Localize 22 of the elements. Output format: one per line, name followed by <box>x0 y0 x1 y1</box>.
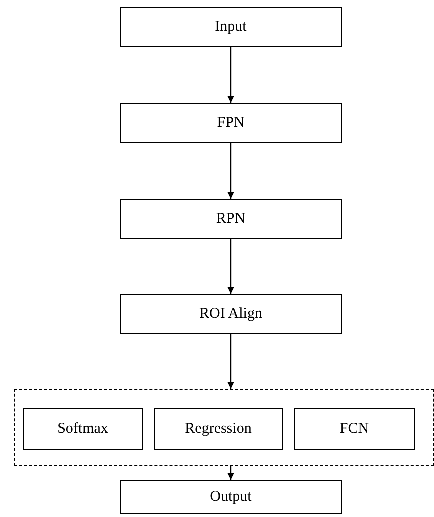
arrow <box>228 143 234 199</box>
box-label: FCN <box>340 420 370 438</box>
group-box <box>14 389 434 466</box>
box-label: Softmax <box>58 420 108 438</box>
process-box <box>120 199 342 239</box>
arrow <box>228 334 234 389</box>
box-label: Regression <box>185 420 252 438</box>
box-label: Input <box>215 18 247 36</box>
box-label: FPN <box>217 114 245 132</box>
process-box <box>120 294 342 334</box>
arrow <box>228 466 234 480</box>
process-box <box>120 103 342 143</box>
box-label: Output <box>210 488 252 506</box>
arrow <box>228 47 234 103</box>
process-box <box>23 408 143 450</box>
box-label: ROI Align <box>200 306 262 322</box>
process-box <box>120 480 342 514</box>
process-box <box>154 408 283 450</box>
arrow <box>228 239 234 294</box>
box-label: RPN <box>216 210 246 228</box>
process-box <box>294 408 415 450</box>
process-box <box>120 7 342 47</box>
